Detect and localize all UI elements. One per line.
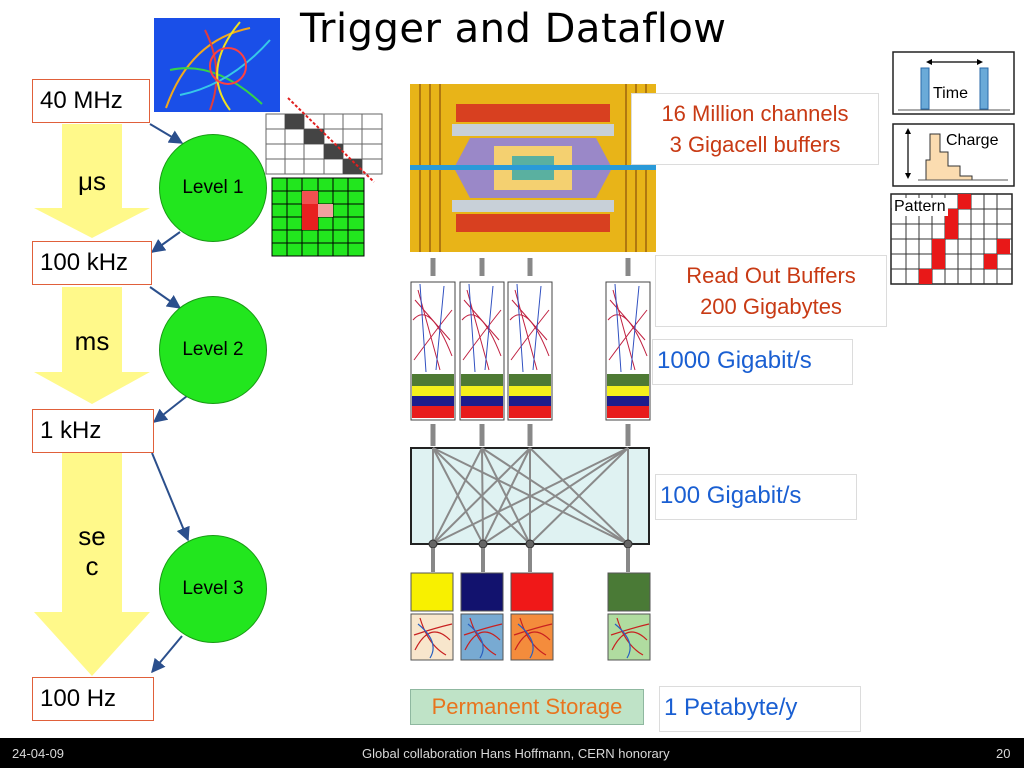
bandwidth-1000-label: 1000 Gigabit/s: [652, 339, 853, 385]
processor-unit: [410, 572, 454, 661]
pattern-inset-label: Pattern: [892, 198, 948, 216]
charge-inset-label: Charge: [944, 132, 1001, 150]
time-scale-milliseconds: ms: [74, 326, 110, 356]
detector-image: [410, 84, 656, 252]
connector-arrow: [151, 635, 183, 674]
level-connectors: [149, 123, 190, 674]
diagram-graphics: [34, 18, 1015, 676]
pattern-inset: [890, 193, 1013, 285]
level1-table-grey: [265, 97, 383, 183]
bandwidth-100-label: 100 Gigabit/s: [655, 474, 857, 520]
processor-unit: [460, 572, 504, 661]
level-3-label: Level 3: [182, 578, 244, 599]
level-1-label: Level 1: [182, 177, 244, 198]
yellow-arrow-2: [34, 287, 150, 404]
level-2-node: Level 2: [159, 296, 267, 404]
readout-column: [459, 258, 505, 446]
collision-image: [154, 18, 280, 112]
yellow-arrow-1: [34, 124, 150, 238]
connector-arrow: [152, 395, 188, 423]
rate-1khz: 1 kHz: [32, 409, 154, 453]
footer-page-number: 20: [996, 746, 1011, 761]
connector-arrow: [150, 231, 181, 253]
processor-unit: [510, 572, 554, 661]
rate-100hz: 100 Hz: [32, 677, 154, 721]
readout-buffers: [410, 258, 651, 446]
time-inset-label: Time: [931, 85, 970, 103]
time-scale-seconds: se c: [78, 521, 106, 581]
footer-bar: 24-04-09 Global collaboration Hans Hoffm…: [0, 738, 1024, 768]
switch-network: [410, 447, 650, 572]
yellow-arrow-3: [34, 453, 150, 676]
footer-credit: Global collaboration Hans Hoffmann, CERN…: [362, 746, 670, 761]
footer-date: 24-04-09: [12, 746, 65, 761]
readout-column: [507, 258, 553, 446]
rate-100khz: 100 kHz: [32, 241, 152, 285]
connector-arrow: [149, 123, 184, 144]
channels-label: 16 Million channels 3 Gigacell buffers: [631, 93, 879, 165]
processor-unit: [607, 572, 651, 661]
permanent-storage: Permanent Storage: [410, 689, 644, 725]
level-1-node: Level 1: [159, 134, 267, 242]
level1-table-green: [271, 177, 365, 257]
buffers-label: Read Out Buffers 200 Gigabytes: [655, 255, 887, 327]
time-scale-microseconds: μs: [78, 166, 106, 196]
connector-arrow: [151, 452, 190, 542]
time-inset: [892, 51, 1015, 115]
rate-reduction-arrows: [34, 124, 150, 676]
slide-title: Trigger and Dataflow: [300, 6, 727, 52]
rate-40mhz: 40 MHz: [32, 79, 150, 123]
level-3-node: Level 3: [159, 535, 267, 643]
readout-column: [605, 258, 651, 446]
storage-rate-label: 1 Petabyte/y: [659, 686, 861, 732]
readout-column: [410, 258, 456, 446]
processor-farm: [410, 572, 651, 661]
level-2-label: Level 2: [182, 339, 244, 360]
connector-arrow: [149, 286, 182, 309]
